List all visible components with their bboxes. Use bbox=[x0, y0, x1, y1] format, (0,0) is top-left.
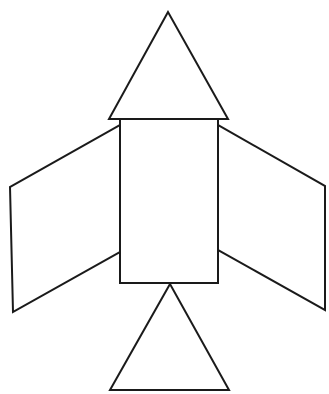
right-wing bbox=[218, 125, 325, 310]
bottom-triangle bbox=[110, 284, 229, 390]
left-wing bbox=[10, 125, 120, 312]
top-triangle bbox=[109, 12, 228, 119]
center-rectangle bbox=[120, 119, 218, 283]
